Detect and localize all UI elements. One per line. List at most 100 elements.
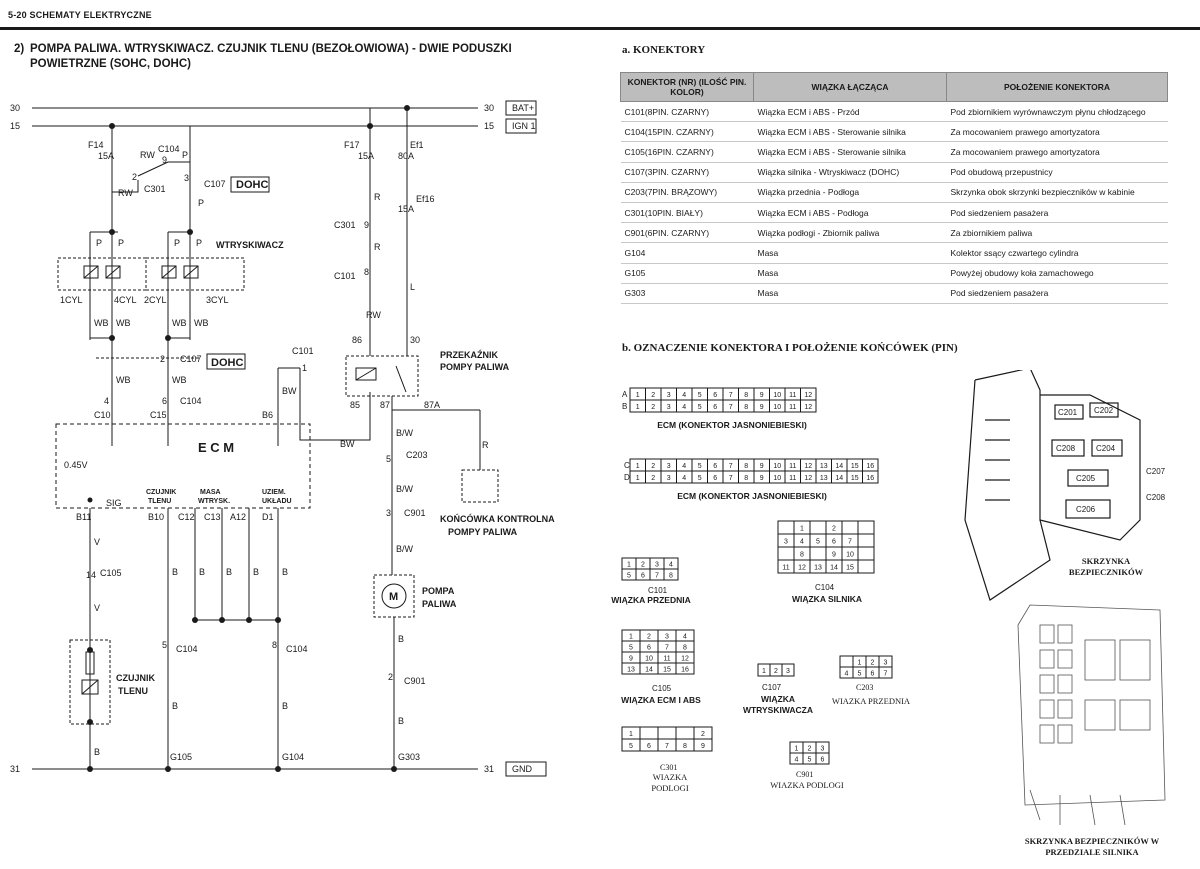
pin-number: 13	[820, 475, 828, 482]
conn-c203: C203	[406, 450, 428, 460]
rail-15-left: 15	[10, 121, 20, 131]
pin-number: 5	[858, 671, 862, 678]
test-label-1: KOŃCÓWKA KONTROLNA	[440, 513, 555, 524]
c901-name: C901	[796, 770, 813, 779]
ecm-pin-b10: B10	[148, 512, 164, 522]
pin-number: 12	[804, 463, 812, 470]
pin-number: 3	[667, 404, 671, 411]
pin-number: 2	[651, 463, 655, 470]
conn-c104-low2: C104	[286, 644, 308, 654]
pin-number: 11	[789, 475, 796, 482]
pin-number: 5	[808, 757, 812, 764]
conn-c104-low1: C104	[176, 644, 198, 654]
page-header: 5-20 SCHEMATY ELEKTRYCZNE	[8, 10, 152, 20]
wire-r-1: R	[374, 192, 381, 202]
cell: Masa	[753, 262, 947, 284]
conn-c104-top: C104	[158, 144, 180, 154]
c301-label-2: PODLOGI	[651, 783, 689, 793]
pin-number: 15	[851, 463, 859, 470]
cell: G105	[620, 262, 754, 284]
pin-number: 13	[814, 565, 822, 572]
pin-5: 5	[162, 640, 167, 650]
pin-number: 3	[884, 660, 888, 667]
pin-number: 2	[651, 392, 655, 399]
pin-number: 5	[627, 573, 631, 580]
pin-number: 10	[773, 404, 781, 411]
conn-c105: C105	[100, 568, 122, 578]
pin-number: 1	[627, 562, 631, 569]
pin-number: 7	[665, 645, 669, 652]
cyl-1: 1CYL	[60, 295, 83, 305]
cell: Masa	[753, 242, 947, 264]
pin-number: 14	[645, 667, 653, 674]
pin-number: 4	[845, 671, 849, 678]
cell: Skrzynka obok skrzynki bezpieczników w k…	[946, 181, 1168, 203]
ecm-czujnik-2: TLENU	[148, 498, 171, 505]
wire-b-3: B	[226, 567, 232, 577]
pin-number: 7	[884, 671, 888, 678]
fusebox-engine-sketch	[1017, 604, 1166, 826]
pin-number: 6	[713, 463, 717, 470]
pin-number: 15	[851, 475, 859, 482]
pin-2b: 2	[160, 354, 165, 364]
header-rule	[0, 27, 1200, 30]
ecm1-row-b: B	[622, 402, 627, 411]
pin-87: 87	[380, 400, 390, 410]
wire-bw-3: B/W	[396, 428, 414, 438]
cell: Wiązka silnika - Wtryskiwacz (DOHC)	[753, 161, 947, 183]
pin-number: 7	[655, 573, 659, 580]
table-row: C104(15PIN. CZARNY)Wiązka ECM i ABS - St…	[620, 121, 1168, 143]
pin-14: 14	[86, 570, 96, 580]
pin-number: 12	[681, 656, 689, 663]
fuse-f14: F14	[88, 140, 104, 150]
pin-number: 8	[744, 475, 748, 482]
c105-name: C105	[652, 684, 672, 693]
section-a-title: a. KONEKTORY	[622, 44, 706, 56]
pin-number: 16	[866, 475, 874, 482]
pin-number: 7	[729, 392, 733, 399]
cell: Pod siedzeniem pasażera	[946, 201, 1168, 224]
c203-label: WIAZKA PRZEDNIA	[831, 696, 911, 706]
cell: C105(16PIN. CZARNY)	[620, 141, 754, 163]
cell: Pod obudową przepustnicy	[946, 161, 1168, 183]
pin-number: 2	[871, 660, 875, 667]
pin-number: 10	[645, 656, 653, 663]
table-row: C107(3PIN. CZARNY)Wiązka silnika - Wtrys…	[620, 161, 1168, 183]
c901-label: WIAZKA PODLOGI	[770, 780, 844, 790]
cell: Pod zbiornikiem wyrównawczym płynu chłod…	[946, 100, 1168, 123]
pin-9b: 9	[364, 220, 369, 230]
pin-30: 30	[410, 335, 420, 345]
pin-number: 4	[800, 539, 804, 546]
sensor-label-2: TLENU	[118, 686, 148, 696]
fusebox1-label: SKRZYNKA BEZPIECZNIKÓW	[1046, 556, 1166, 578]
pin-6: 6	[162, 396, 167, 406]
cell: C301(10PIN. BIAŁY)	[620, 201, 754, 224]
cell: Za mocowaniem prawego amortyzatora	[946, 141, 1168, 163]
title-text: POMPA PALIWA. WTRYSKIWACZ. CZUJNIK TLENU…	[30, 43, 512, 70]
wire-b-1: B	[172, 567, 178, 577]
pin-number: 8	[669, 573, 673, 580]
pin-number: 5	[698, 463, 702, 470]
pin-number: 16	[681, 667, 689, 674]
conn-c10: C10	[94, 410, 111, 420]
pin-number: 2	[651, 475, 655, 482]
diagram-title: 2) POMPA PALIWA. WTRYSKIWACZ. CZUJNIK TL…	[14, 42, 590, 72]
pin-4: 4	[104, 396, 109, 406]
table-row: C901(6PIN. CZARNY)Wiązka podłogi - Zbior…	[620, 222, 1168, 244]
ecm-pin-a12: A12	[230, 512, 246, 522]
c107-label: WIĄZKA WTRYSKIWACZA	[730, 694, 826, 716]
gnd-label: GND	[512, 764, 533, 774]
title-number: 2)	[14, 43, 25, 55]
pin-number: 9	[760, 404, 764, 411]
ground-g104: G104	[282, 752, 304, 762]
conn-c107-mid: C107	[180, 354, 202, 364]
cell: Masa	[753, 282, 947, 304]
fusebox2-label-2: PRZEDZIALE SILNIKA	[1045, 847, 1139, 857]
conn-c901-a: C901	[404, 508, 426, 518]
fuse-ef16-rating: 15A	[398, 204, 414, 214]
wire-wb-4: WB	[194, 318, 209, 328]
pin-number: 10	[773, 463, 781, 470]
wire-p-1: P	[182, 150, 188, 160]
